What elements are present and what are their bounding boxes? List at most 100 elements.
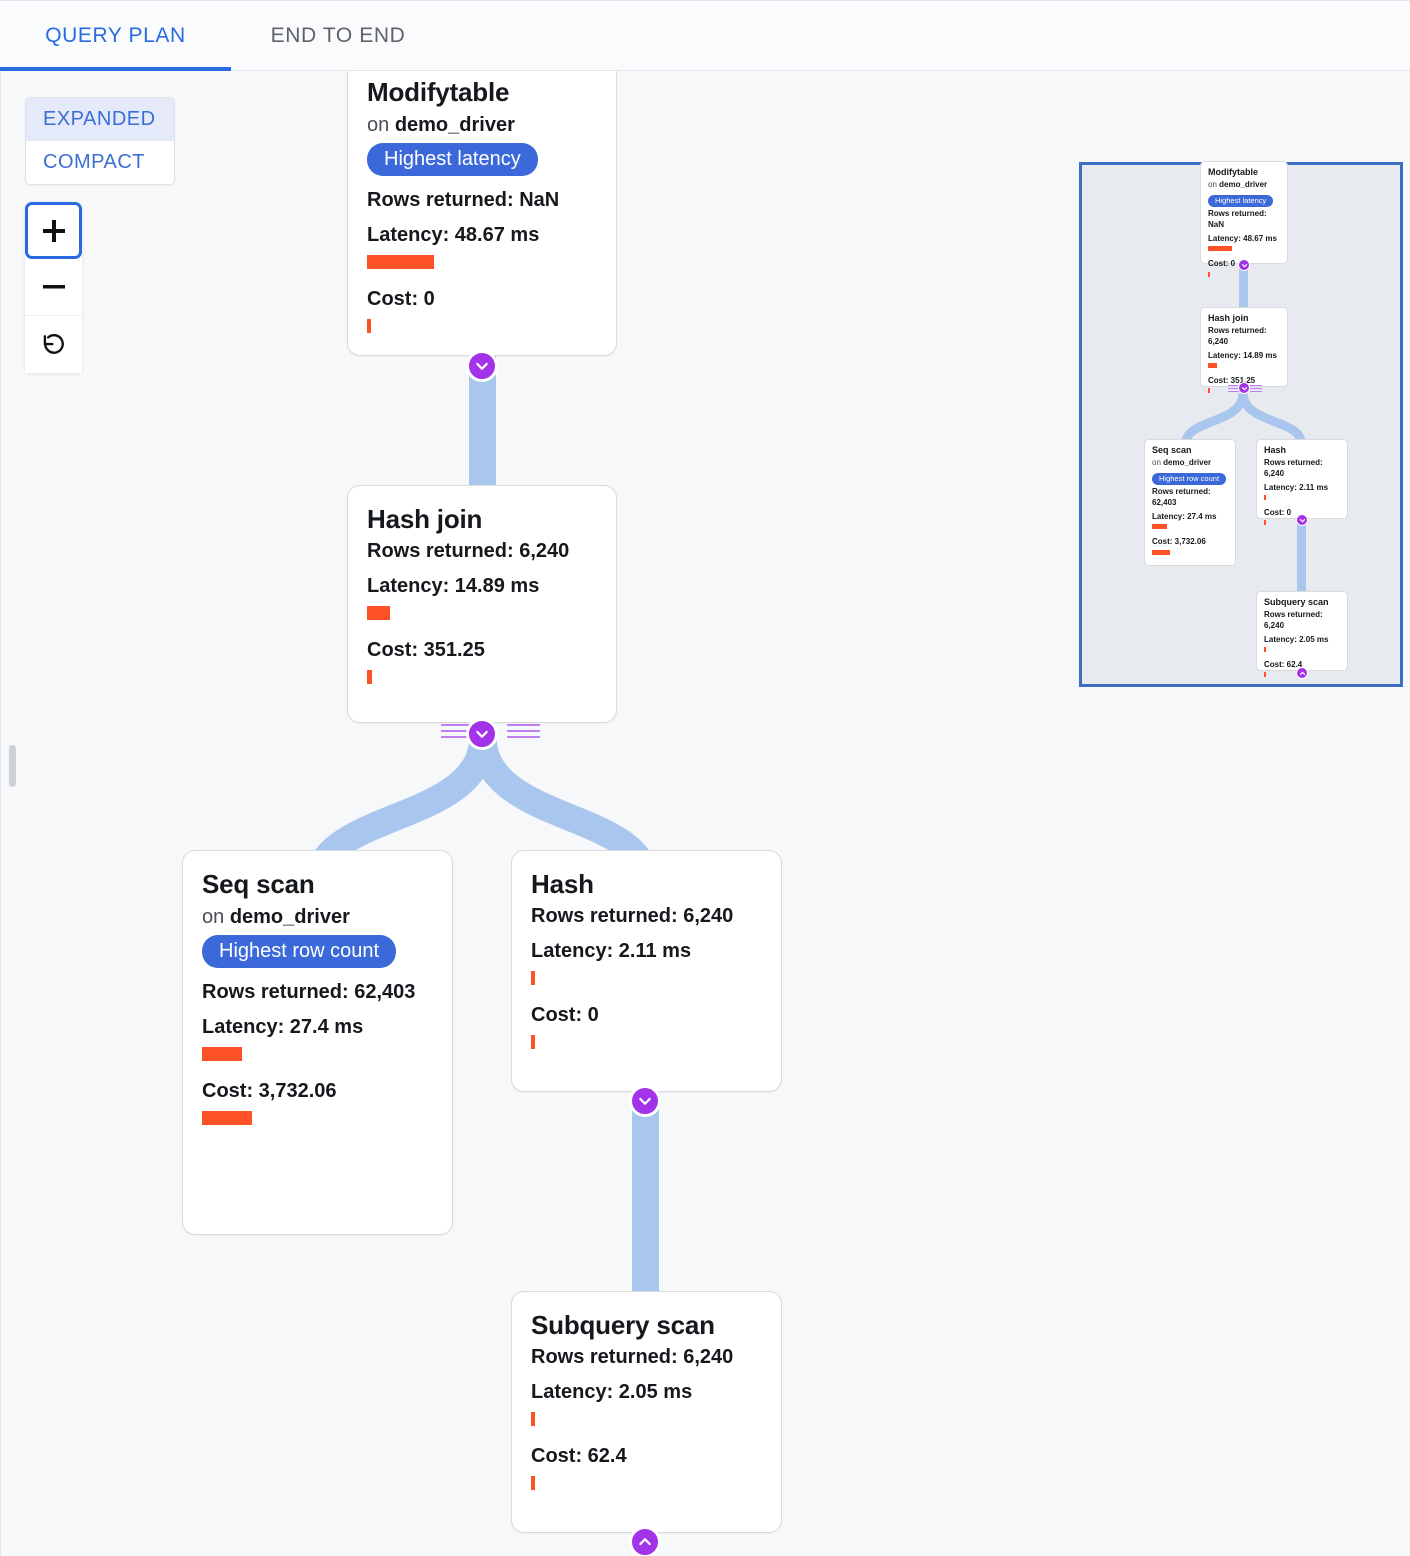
view-mode-toggle: EXPANDED COMPACT — [25, 97, 175, 185]
minimap-node-title: Hash — [1264, 445, 1287, 455]
minimap-badge: Highest row count — [1152, 472, 1227, 485]
minimap-latency-bar — [1208, 363, 1217, 369]
minimap-relation-name: demo_driver — [1163, 457, 1212, 467]
minimap-cost-bar — [1152, 549, 1170, 555]
reset-view-button[interactable] — [25, 316, 82, 373]
latency-bar — [531, 1411, 535, 1426]
minimap-cost-bar — [1264, 520, 1266, 526]
minimap-cost: Cost: 62.4 — [1264, 660, 1303, 670]
minimap-node-title: Hash join — [1208, 313, 1249, 323]
node-latency: Latency: 2.05 ms — [531, 1380, 693, 1403]
minimap-node-hash-join[interactable]: Hash join Rows returned: 6,240 Latency: … — [1200, 307, 1288, 394]
plan-node-hash-join[interactable]: Hash join Rows returned: 6,240 Latency: … — [347, 485, 617, 723]
minimap-spacer — [1152, 529, 1229, 533]
tab-query-plan[interactable]: QUERY PLAN — [0, 1, 231, 71]
chevron-down-icon-hash-join[interactable] — [466, 718, 498, 750]
minimap-latency-bar — [1264, 495, 1266, 501]
node-latency: Latency: 48.67 ms — [367, 223, 540, 246]
minimap-spacer — [1264, 652, 1341, 656]
view-mode-expanded[interactable]: EXPANDED — [26, 98, 174, 141]
node-cost: Cost: 0 — [531, 1003, 599, 1026]
minimap-cost: Cost: 0 — [1208, 259, 1236, 269]
node-title: Hash — [531, 869, 594, 899]
chevron-up-icon-subquery-scan[interactable] — [629, 1526, 661, 1556]
minimap-edge-hash-subqueryscan — [1297, 517, 1306, 597]
plus-icon — [41, 218, 67, 244]
cost-bar — [367, 669, 372, 684]
minimap[interactable]: Modifytable on demo_driver Highest laten… — [1079, 161, 1403, 687]
minimap-latency: Latency: 14.89 ms — [1208, 351, 1277, 361]
node-cost: Cost: 62.4 — [531, 1444, 627, 1467]
latency-bar — [531, 970, 535, 985]
node-rows-returned: Rows returned: 62,403 — [202, 980, 416, 1003]
collapse-lines-left — [441, 724, 474, 742]
minimap-node-seq-scan[interactable]: Seq scan on demo_driver Highest row coun… — [1144, 439, 1236, 566]
graph-canvas[interactable]: EXPANDED COMPACT — [0, 71, 1410, 1556]
cost-bar — [202, 1110, 252, 1125]
node-relation: on demo_driver — [367, 110, 597, 140]
node-latency: Latency: 2.11 ms — [531, 939, 692, 962]
minimap-node-modifytable[interactable]: Modifytable on demo_driver Highest laten… — [1200, 161, 1288, 277]
metric-spacer — [531, 1426, 762, 1436]
minimap-cost-bar — [1264, 672, 1266, 678]
zoom-in-button[interactable] — [25, 202, 82, 259]
node-relation-prefix: on — [367, 113, 390, 136]
plan-node-hash[interactable]: Hash Rows returned: 6,240 Latency: 2.11 … — [511, 850, 782, 1092]
tab-query-plan-label: QUERY PLAN — [45, 24, 186, 47]
node-title: Subquery scan — [531, 1310, 715, 1340]
minimap-latency: Latency: 48.67 ms — [1208, 234, 1277, 244]
minimap-chevron-down-icon-modifytable[interactable] — [1238, 259, 1250, 271]
node-rows-returned: Rows returned: 6,240 — [367, 539, 570, 562]
tab-end-to-end[interactable]: END TO END — [231, 1, 445, 71]
minimap-rows-returned: Rows returned: 62,403 — [1152, 486, 1211, 508]
node-cost: Cost: 0 — [367, 287, 435, 310]
minimap-edge-hashjoin-children — [1181, 392, 1306, 459]
minimap-node-hash[interactable]: Hash Rows returned: 6,240 Latency: 2.11 … — [1256, 439, 1348, 526]
minimap-relation-prefix: on — [1152, 457, 1161, 467]
node-relation-name: demo_driver — [229, 905, 350, 928]
zoom-out-button[interactable] — [25, 259, 82, 316]
chevron-down-icon-hash[interactable] — [629, 1085, 661, 1117]
minimap-latency-bar — [1152, 524, 1167, 530]
node-rows-returned: Rows returned: 6,240 — [531, 1345, 734, 1368]
plan-node-subquery-scan[interactable]: Subquery scan Rows returned: 6,240 Laten… — [511, 1291, 782, 1533]
minimap-relation-name: demo_driver — [1219, 179, 1268, 189]
tab-bar: QUERY PLAN END TO END — [0, 0, 1410, 71]
view-mode-compact-label: COMPACT — [43, 151, 146, 173]
cost-bar — [531, 1034, 535, 1049]
node-badge-highest-row-count: Highest row count — [202, 934, 397, 968]
latency-bar — [367, 605, 390, 620]
minimap-chevron-down-icon-hash-join[interactable] — [1238, 382, 1250, 394]
latency-bar — [202, 1046, 242, 1061]
node-relation-prefix: on — [202, 905, 225, 928]
plan-node-seq-scan[interactable]: Seq scan on demo_driver Highest row coun… — [182, 850, 453, 1235]
metric-spacer — [367, 269, 597, 279]
zoom-controls — [25, 202, 82, 373]
minimap-cost-bar — [1208, 388, 1210, 394]
reset-icon — [40, 331, 68, 359]
minimap-relation-prefix: on — [1208, 179, 1217, 189]
plan-node-modifytable[interactable]: Modifytable on demo_driver Highest laten… — [347, 71, 617, 356]
minimap-rows-returned: Rows returned: NaN — [1208, 208, 1267, 230]
minimap-chevron-down-icon-hash[interactable] — [1296, 514, 1308, 526]
node-title: Modifytable — [367, 77, 510, 107]
minimap-node-title: Modifytable — [1208, 167, 1259, 177]
minimap-cost: Cost: 351.25 — [1208, 376, 1256, 386]
node-title: Seq scan — [202, 869, 315, 899]
chevron-down-icon-modifytable[interactable] — [466, 350, 498, 382]
view-mode-expanded-label: EXPANDED — [43, 108, 156, 130]
node-title: Hash join — [367, 504, 483, 534]
tab-end-to-end-label: END TO END — [270, 24, 406, 47]
minimap-node-relation: on demo_driver — [1152, 457, 1229, 468]
latency-bar — [367, 254, 434, 269]
minimap-cost: Cost: 3,732.06 — [1152, 537, 1206, 547]
minimap-collapse-lines-right — [1250, 385, 1262, 394]
minimap-node-subquery-scan[interactable]: Subquery scan Rows returned: 6,240 Laten… — [1256, 591, 1348, 678]
minimap-chevron-up-icon-subquery-scan[interactable] — [1296, 667, 1308, 679]
cost-bar — [367, 318, 371, 333]
minimap-spacer — [1208, 368, 1281, 372]
view-mode-compact[interactable]: COMPACT — [26, 141, 174, 184]
panel-resize-handle[interactable] — [9, 745, 16, 787]
node-cost: Cost: 3,732.06 — [202, 1079, 337, 1102]
